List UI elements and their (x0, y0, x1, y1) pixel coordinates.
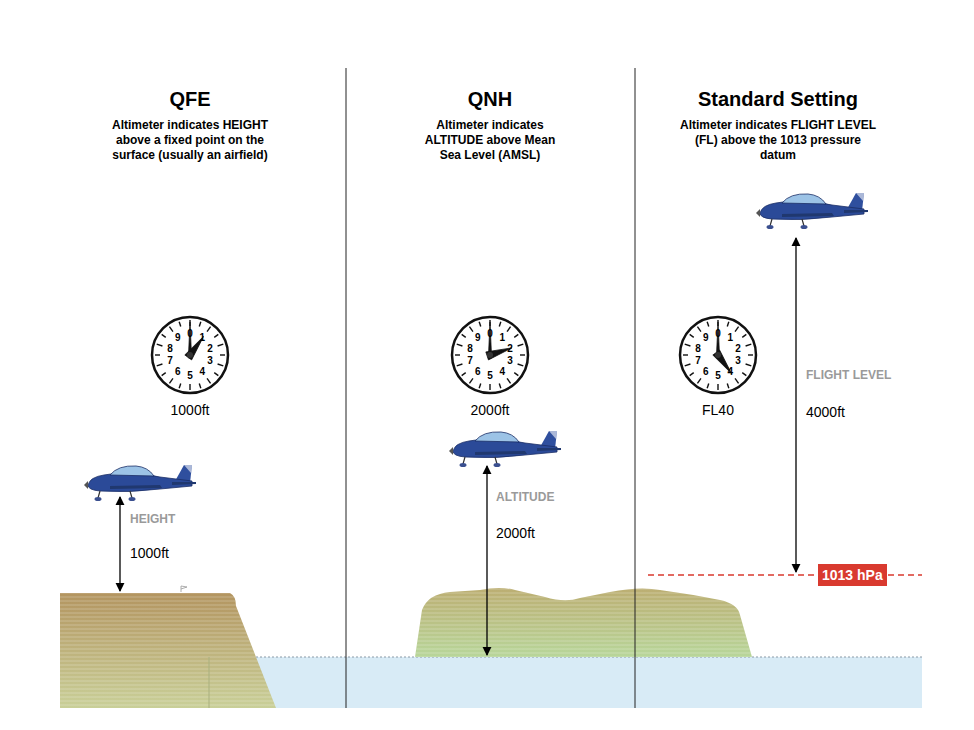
panel-divider (635, 68, 636, 708)
dial-number: 5 (713, 371, 723, 381)
panel-divider (346, 68, 347, 708)
altimeter-reading: FL40 (673, 401, 763, 419)
measurement-arrow (119, 497, 120, 591)
dial-number: 9 (173, 333, 183, 343)
dimension-name: FLIGHT LEVEL (806, 368, 891, 383)
altimeter-dial: 012 34567 89 (450, 315, 530, 395)
dial-number: 3 (733, 356, 743, 366)
dimension-value: 2000ft (496, 524, 535, 542)
dial-number: 6 (701, 367, 711, 377)
dial-number: 1 (725, 333, 735, 343)
altimeter-dial: 012 34567 89 (150, 315, 230, 395)
aeroplane (449, 431, 561, 467)
dial-number: 2 (505, 344, 515, 354)
dial-number: 0 (185, 329, 195, 339)
dimension-value: 4000ft (806, 403, 845, 421)
windsock (181, 586, 187, 592)
dial-number: 8 (465, 344, 475, 354)
island (415, 588, 752, 657)
dial-number: 3 (205, 356, 215, 366)
dial-number: 2 (205, 344, 215, 354)
dial-face (450, 315, 530, 395)
dial-number: 0 (713, 329, 723, 339)
aeroplane (756, 193, 868, 229)
dial-face (678, 315, 758, 395)
dial-number: 7 (465, 356, 475, 366)
dial-number: 4 (725, 367, 735, 377)
dial-number: 0 (485, 329, 495, 339)
dimension-name: ALTITUDE (496, 490, 554, 505)
dial-number: 2 (733, 344, 743, 354)
altimeter-dial: 012 34567 89 (678, 315, 758, 395)
cliff-texture (60, 593, 276, 708)
airfield-cliff (60, 593, 276, 708)
sea (248, 657, 922, 708)
dial-number: 8 (165, 344, 175, 354)
measurement-arrow (795, 238, 796, 572)
measurement-arrow (486, 466, 487, 655)
panel-description: Altimeter indicates FLIGHT LEVEL (FL) ab… (678, 118, 878, 163)
island-texture (415, 588, 752, 657)
dial-number: 4 (497, 367, 507, 377)
dial-number: 9 (473, 333, 483, 343)
dial-number: 1 (497, 333, 507, 343)
dial-number: 5 (485, 371, 495, 381)
dial-number: 8 (693, 344, 703, 354)
panel-description: Altimeter indicates ALTITUDE above Mean … (423, 118, 557, 163)
dial-number: 6 (473, 367, 483, 377)
cliff-edge (209, 657, 210, 708)
panel-description: Altimeter indicates HEIGHT above a fixed… (97, 118, 283, 163)
pressure-datum-box: 1013 hPa (818, 564, 887, 586)
dial-number: 7 (165, 356, 175, 366)
dial-number: 3 (505, 356, 515, 366)
panel-heading: QNH (390, 87, 590, 112)
dial-number: 7 (693, 356, 703, 366)
dimension-value: 1000ft (130, 544, 169, 562)
dial-number: 4 (197, 367, 207, 377)
altimeter-reading: 1000ft (145, 401, 235, 419)
dimension-name: HEIGHT (130, 512, 175, 527)
panel-heading: QFE (90, 87, 290, 112)
altimeter-reading: 2000ft (445, 401, 535, 419)
dial-number: 9 (701, 333, 711, 343)
dial-number: 6 (173, 367, 183, 377)
dial-number: 1 (197, 333, 207, 343)
aeroplane (84, 465, 196, 501)
dial-face (150, 315, 230, 395)
panel-heading: Standard Setting (658, 87, 898, 112)
dial-number: 5 (185, 371, 195, 381)
datum-label: 1013 hPa (822, 567, 883, 583)
